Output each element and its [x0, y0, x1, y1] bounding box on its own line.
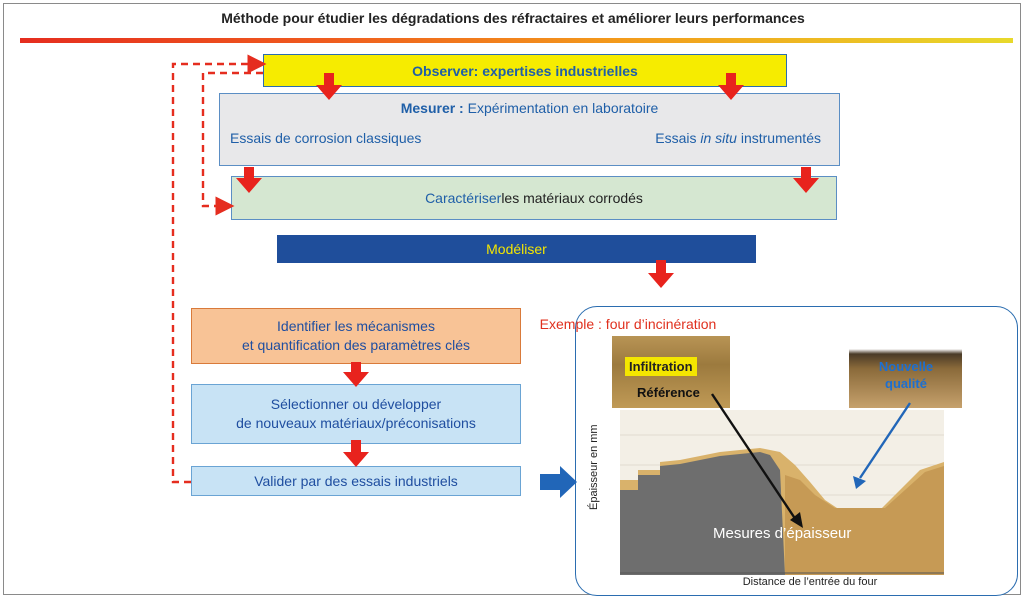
caracteriser-rest: les matériaux corrodés — [501, 190, 643, 206]
caracteriser-strong: Caractériser — [425, 190, 502, 206]
observe-rest: : expertises industrielles — [473, 62, 638, 79]
new-quality-photo — [849, 336, 962, 408]
mesurer-title: Mesurer : Expérimentation en laboratoire — [220, 100, 839, 116]
step-valider: Valider par des essais industriels — [191, 466, 521, 496]
mesurer-right-em: in situ — [700, 130, 737, 146]
new-quality-line2: qualité — [885, 376, 927, 391]
figure-title: Méthode pour étudier les dégradations de… — [221, 10, 805, 26]
new-quality-label: Nouvelle qualité — [866, 358, 946, 392]
selectionner-line1: Sélectionner ou développer — [270, 396, 442, 412]
chart-y-label: Épaisseur en mm — [588, 424, 600, 510]
step-selectionner: Sélectionner ou développer de nouveaux ma… — [191, 384, 521, 444]
mesurer-rest: Expérimentation en laboratoire — [463, 100, 659, 116]
example-title: Exemple : four d’incinération — [539, 316, 717, 332]
mesurer-right-post: instrumentés — [736, 130, 821, 146]
figure-frame — [3, 3, 1021, 595]
thickness-measures-label: Mesures d’épaisseur — [713, 525, 852, 542]
chart-x-label: Distance de l’entrée du four — [742, 576, 878, 588]
new-quality-line1: Nouvelle — [878, 359, 934, 374]
mesurer-left: Essais de corrosion classiques — [230, 130, 422, 146]
step-caracteriser: Caractériser les matériaux corrodés — [231, 176, 837, 220]
identifier-line1: Identifier les mécanismes — [277, 318, 435, 334]
title-gradient-bar — [20, 38, 1013, 43]
infiltration-label: Infiltration — [625, 357, 697, 376]
step-modeliser: Modéliser — [277, 235, 756, 263]
mesurer-right: Essais in situ instrumentés — [655, 130, 821, 146]
mesurer-right-pre: Essais — [655, 130, 701, 146]
step-mesurer: Mesurer : Expérimentation en laboratoire… — [219, 93, 840, 166]
step-observe: Observer : expertises industrielles — [263, 54, 787, 87]
observe-strong: Observer — [412, 62, 474, 79]
mesurer-strong: Mesurer : — [400, 100, 464, 116]
identifier-line2: et quantification des paramètres clés — [241, 337, 470, 353]
thickness-profile-chart — [620, 410, 944, 575]
selectionner-line2: de nouveaux matériaux/préconisations — [236, 415, 476, 431]
reference-label: Référence — [637, 385, 700, 400]
new-quality-profile-area — [785, 466, 944, 575]
